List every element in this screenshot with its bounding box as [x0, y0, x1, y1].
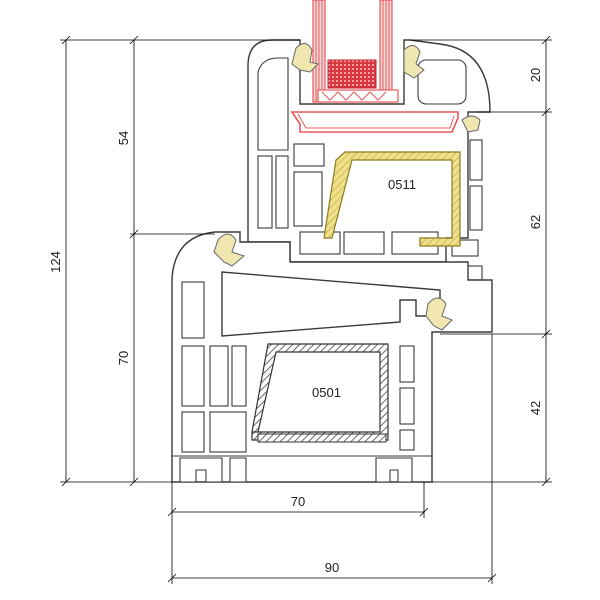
dim-right-bottom: 42 — [528, 401, 543, 415]
dim-left-lower: 70 — [116, 351, 131, 365]
dim-left-total: 124 — [48, 251, 63, 273]
dimension-lines — [60, 35, 552, 584]
frame-profile — [171, 231, 493, 483]
dim-right-middle: 62 — [528, 215, 543, 229]
label-0511: 0511 — [388, 177, 416, 192]
glazing-unit — [312, 0, 399, 103]
steel-reinforcement-0501 — [251, 343, 389, 443]
steel-reinforcement-0511 — [323, 151, 461, 247]
dim-right-top: 20 — [528, 68, 543, 82]
sash-profile — [247, 39, 491, 281]
label-0501: 0501 — [312, 385, 341, 400]
dim-bottom-outer: 90 — [325, 560, 339, 575]
gaskets — [213, 43, 481, 331]
dim-bottom-inner: 70 — [291, 494, 305, 509]
dim-left-upper: 54 — [116, 131, 131, 145]
